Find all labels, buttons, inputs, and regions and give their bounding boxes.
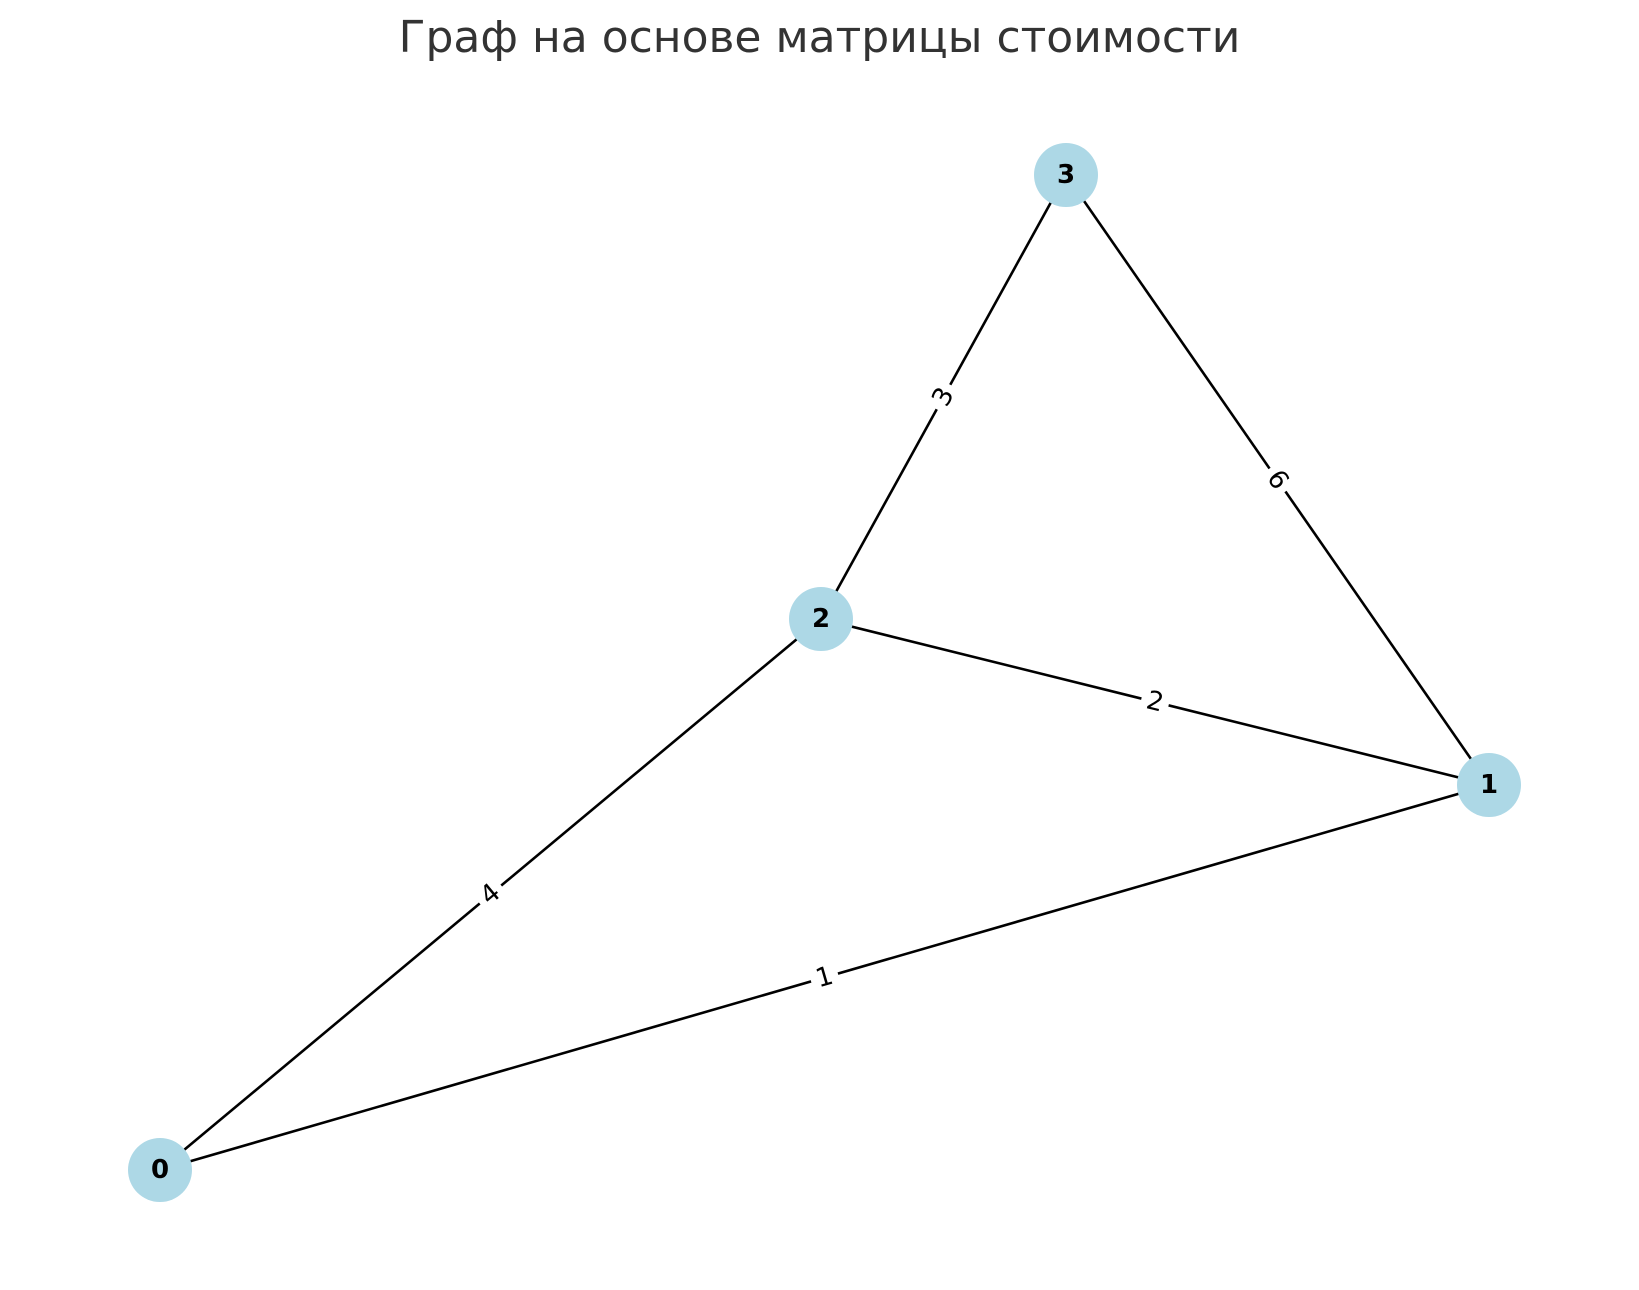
node-circle-2: [789, 587, 853, 651]
node-circle-0: [128, 1138, 192, 1202]
node-1: 1: [1457, 753, 1521, 817]
diagram-title: Граф на основе матрицы стоимости: [398, 12, 1241, 63]
node-2: 2: [789, 587, 853, 651]
node-circle-3: [1034, 143, 1098, 207]
edges-layer: [159, 174, 1491, 1172]
node-3: 3: [1034, 143, 1098, 207]
node-label-1: 1: [1480, 770, 1498, 800]
nodes-layer: 0 1 2 3: [128, 143, 1521, 1202]
edge-label-2-3: 3: [923, 377, 964, 417]
edge-label-0-1: 1: [806, 959, 843, 996]
edge-weight-1-2: 2: [1143, 685, 1166, 718]
node-0: 0: [128, 1138, 192, 1202]
edge-label-0-2: 4: [470, 874, 511, 915]
edge-label-background: [1137, 684, 1173, 720]
edge-label-background: [806, 959, 843, 996]
edge-labels-layer: 1 4 2 6 3: [470, 377, 1298, 996]
edge-label-1-3: 6: [1257, 459, 1298, 501]
edge-label-background: [470, 874, 511, 915]
edge-label-background: [1257, 459, 1298, 501]
node-label-3: 3: [1057, 160, 1075, 190]
node-circle-1: [1457, 753, 1521, 817]
edge-label-1-2: 2: [1137, 684, 1173, 720]
node-label-2: 2: [812, 604, 830, 634]
node-label-0: 0: [151, 1155, 169, 1185]
edge-label-background: [923, 377, 964, 417]
